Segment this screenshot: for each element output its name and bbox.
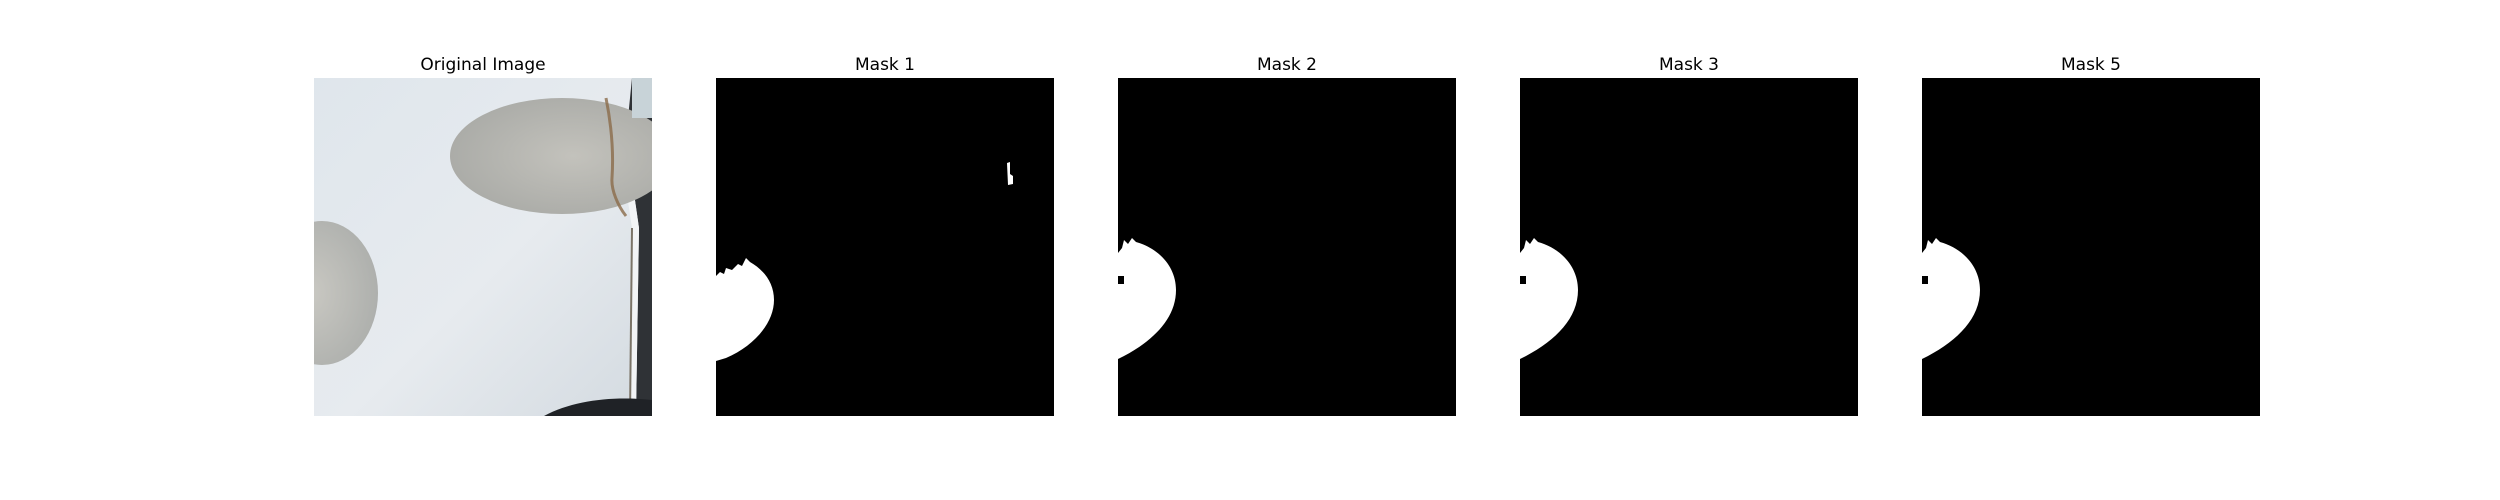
mask-1-panel: Mask 1 [716, 52, 1054, 416]
mask-5-panel: Mask 5 [1922, 52, 2260, 416]
mask-1-title: Mask 1 [854, 55, 915, 75]
mask-3-panel: Mask 3 [1520, 52, 1858, 416]
mask-2-panel: Mask 2 [1118, 52, 1456, 416]
original-image-panel: Original Image [314, 52, 652, 416]
mask-2-image [1118, 78, 1456, 416]
mask-2-title: Mask 2 [1256, 55, 1317, 75]
mask-1-image [716, 78, 1054, 416]
mask-5-image [1922, 78, 2260, 416]
mask-5-title: Mask 5 [2060, 55, 2121, 75]
mask-3-image [1520, 78, 1858, 416]
original-image [314, 78, 652, 416]
original-image-title: Original Image [420, 55, 546, 75]
mask-3-title: Mask 3 [1658, 55, 1719, 75]
